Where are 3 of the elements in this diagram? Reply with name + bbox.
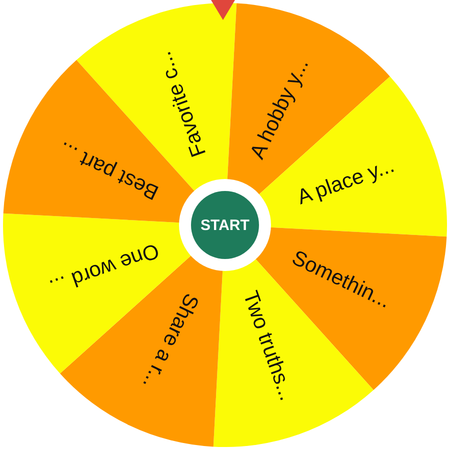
start-button: START <box>191 191 259 259</box>
segment-label: Two truths... <box>237 288 298 404</box>
segment-label: A place y... <box>294 154 398 210</box>
